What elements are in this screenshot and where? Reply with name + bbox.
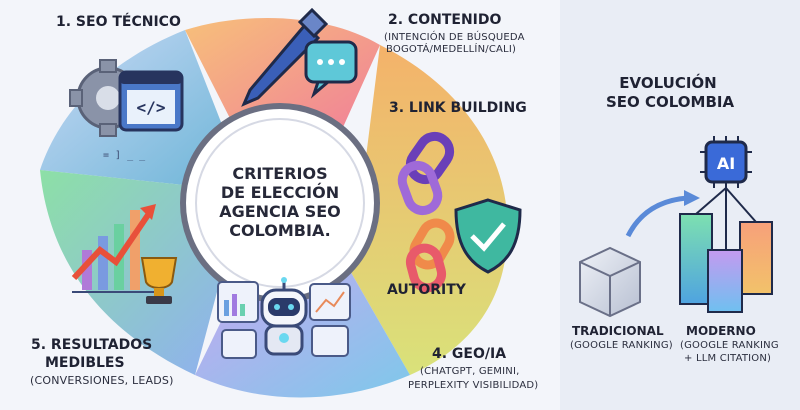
ai-chip-icon: AI bbox=[700, 136, 752, 188]
link-building-authority-label: AUTORITY bbox=[387, 282, 466, 298]
cube-icon bbox=[579, 246, 641, 318]
evolution-title-line-1: EVOLUCIÓN bbox=[619, 74, 717, 92]
evolution-panel bbox=[560, 0, 800, 410]
evolution-arrow-head bbox=[684, 190, 700, 206]
resultados-title-line-2: MEDIBLES bbox=[45, 355, 125, 371]
code-snippet-decoration: = ] _ _ bbox=[103, 150, 146, 161]
modern-detail-line-1: (GOOGLE RANKING bbox=[680, 340, 779, 351]
code-window-icon: </> bbox=[118, 70, 184, 132]
modern-bar-purple bbox=[707, 249, 743, 313]
traditional-detail: (GOOGLE RANKING) bbox=[570, 340, 673, 351]
robot-icon bbox=[260, 277, 308, 356]
center-title: CRITERIOS DE ELECCIÓN AGENCIA SEO COLOMB… bbox=[219, 164, 341, 240]
contenido-subtitle-line-1: (INTENCIÓN DE BÚSQUEDA bbox=[384, 32, 525, 43]
svg-text:</>: </> bbox=[137, 98, 166, 117]
center-inner-ring bbox=[195, 118, 365, 288]
chat-bubble-icon bbox=[304, 40, 358, 99]
evolution-title-line-2: SEO COLOMBIA bbox=[606, 93, 735, 111]
growth-chart-icon bbox=[71, 204, 158, 293]
shield-check-icon bbox=[454, 198, 522, 274]
evolution-arrow bbox=[625, 195, 689, 238]
pen-icon bbox=[241, 7, 329, 107]
resultados-title-line-1: 5. RESULTADOS bbox=[31, 337, 153, 353]
trophy-icon bbox=[140, 257, 178, 304]
modern-bar-green bbox=[679, 213, 713, 305]
geo-ia-subtitle-line-2: PERPLEXITY VISIBILIDAD) bbox=[408, 380, 539, 391]
modern-bar-orange bbox=[739, 221, 773, 295]
dashboard-icon bbox=[217, 281, 351, 359]
seo-tecnico-title: 1. SEO TÉCNICO bbox=[56, 14, 181, 30]
traditional-label: TRADICIONAL bbox=[572, 324, 664, 338]
ai-chip-label: AI bbox=[717, 154, 735, 173]
geo-ia-subtitle-line-1: (CHATGPT, GEMINI, bbox=[420, 366, 520, 377]
modern-bars bbox=[679, 187, 773, 313]
chain-link-icon bbox=[397, 131, 455, 293]
contenido-subtitle-line-2: BOGOTÁ/MEDELLÍN/CALI) bbox=[386, 44, 517, 55]
modern-label: MODERNO bbox=[686, 324, 756, 338]
resultados-subtitle: (CONVERSIONES, LEADS) bbox=[30, 374, 174, 387]
modern-detail-line-2: + LLM CITATION) bbox=[684, 353, 772, 364]
geo-ia-title: 4. GEO/IA bbox=[432, 346, 507, 362]
contenido-title: 2. CONTENIDO bbox=[388, 12, 502, 28]
link-building-title: 3. LINK BUILDING bbox=[389, 100, 527, 116]
